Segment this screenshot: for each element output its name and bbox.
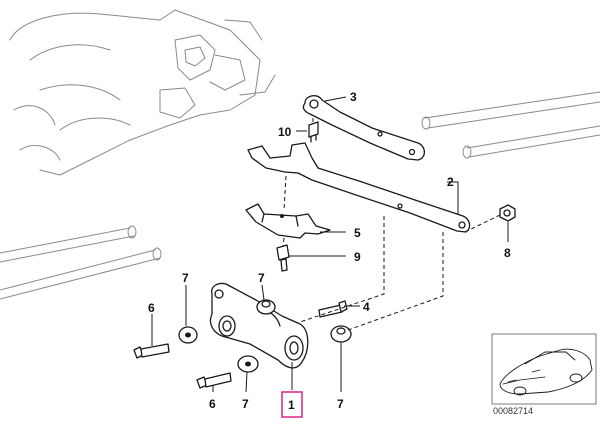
leader-lines: [151, 96, 509, 393]
exhaust-pipe-left: [0, 225, 162, 300]
hanger-bracket-part-3: [302, 95, 426, 161]
washer-part-7-left: [178, 326, 198, 344]
rubber-mount-part-7-right: [330, 325, 352, 343]
callout-7-top-middle: 7: [258, 271, 265, 285]
washer-part-7-bottom: [237, 355, 259, 373]
callout-10: 10: [278, 125, 292, 139]
callout-8: 8: [504, 246, 511, 260]
engine-block-illustration: [9, 9, 276, 176]
bolt-part-6-lower: [196, 372, 232, 389]
callout-7-bottom: 7: [242, 397, 249, 411]
support-bar-part-2: [247, 142, 471, 233]
mounting-plate-part-1: [209, 282, 309, 369]
exhaust-pipe-right: [421, 91, 600, 159]
vehicle-thumbnail: [491, 333, 597, 405]
callout-1-highlight-box: [281, 391, 303, 418]
bolt-part-6-upper: [133, 343, 170, 359]
callout-6-lower: 6: [209, 397, 216, 411]
callout-3: 3: [350, 90, 357, 104]
callout-9: 9: [354, 250, 361, 264]
callout-7-top-left: 7: [182, 271, 189, 285]
rubber-mount-part-7-top: [256, 299, 276, 315]
callout-1: 1: [288, 398, 295, 412]
callout-2: 2: [447, 175, 454, 189]
clamp-bracket-part-5: [245, 203, 331, 239]
callout-6-upper: 6: [148, 301, 155, 315]
bolt-part-10: [308, 121, 319, 143]
diagram-code: 00082714: [493, 406, 533, 416]
callout-5: 5: [354, 226, 361, 240]
assembly-lines: [282, 118, 501, 331]
nut-part-8: [499, 204, 516, 222]
callout-7-right: 7: [337, 397, 344, 411]
callout-4: 4: [363, 300, 370, 314]
bolt-part-9: [276, 244, 290, 272]
